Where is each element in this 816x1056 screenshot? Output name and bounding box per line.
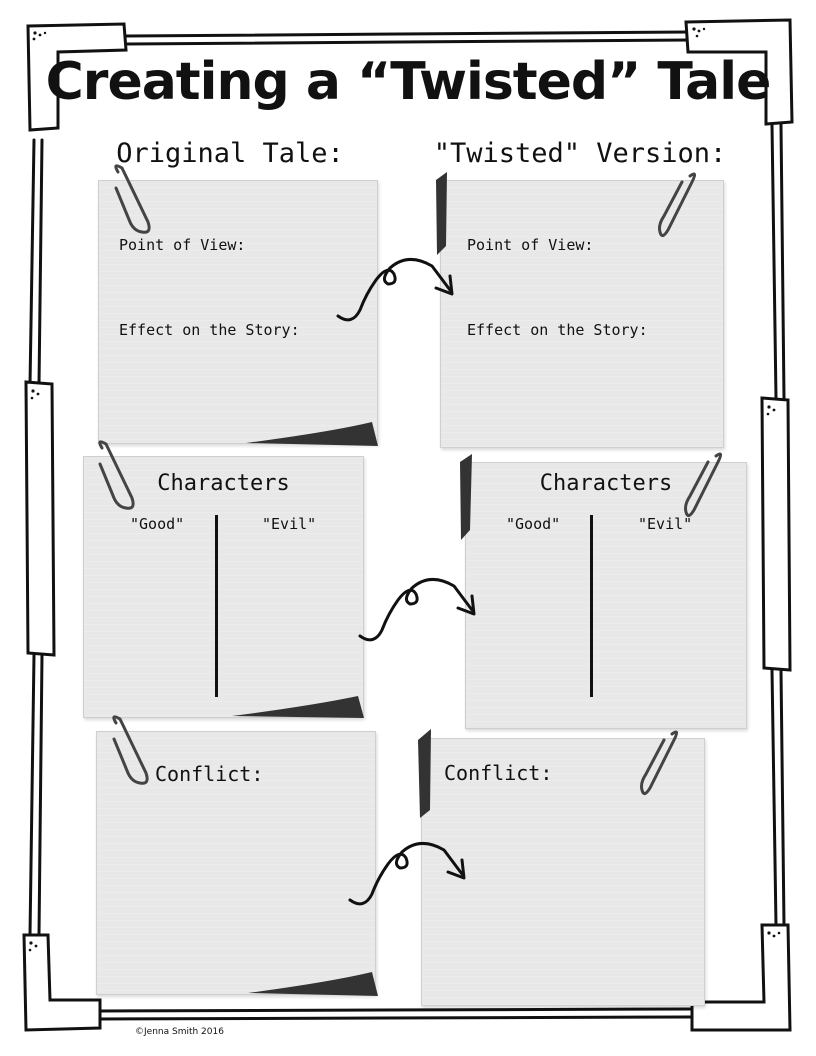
curly-arrow-icon — [336, 258, 454, 322]
column-divider — [590, 515, 593, 697]
characters-heading: Characters — [539, 471, 673, 496]
curly-arrow-icon — [348, 842, 466, 906]
paperclip-icon — [98, 440, 135, 510]
copyright-notice: ©Jenna Smith 2016 — [135, 1027, 224, 1037]
conflict-heading: Conflict: — [155, 762, 264, 786]
paperclip-icon — [640, 730, 679, 795]
twisted-characters-note: Characters "Good" "Evil" — [465, 462, 747, 729]
original-tale-heading: Original Tale: — [116, 138, 344, 169]
twisted-conflict-note: Conflict: — [421, 738, 705, 1006]
column-divider — [215, 515, 218, 697]
paperclip-icon — [114, 164, 151, 234]
paperclip-icon — [112, 715, 149, 785]
twisted-version-heading: "Twisted" Version: — [433, 138, 727, 169]
curly-arrow-icon — [358, 578, 476, 642]
original-characters-note: Characters "Good" "Evil" — [83, 456, 364, 718]
page-title: Creating a “Twisted” Tale — [45, 52, 772, 112]
evil-label: "Evil" — [262, 515, 317, 533]
good-label: "Good" — [130, 515, 185, 533]
original-pov-note: Point of View: Effect on the Story: — [98, 180, 378, 444]
pov-label: Point of View: — [119, 236, 246, 254]
twisted-pov-note: Point of View: Effect on the Story: — [440, 180, 724, 448]
original-conflict-note: Conflict: — [96, 731, 376, 995]
characters-heading: Characters — [157, 471, 290, 496]
good-label: "Good" — [506, 515, 561, 533]
conflict-heading: Conflict: — [444, 761, 553, 785]
effect-label: Effect on the Story: — [467, 321, 648, 339]
paperclip-icon — [684, 452, 723, 517]
evil-label: "Evil" — [638, 515, 693, 533]
pov-label: Point of View: — [467, 236, 594, 254]
paperclip-icon — [658, 172, 697, 237]
effect-label: Effect on the Story: — [119, 321, 300, 339]
